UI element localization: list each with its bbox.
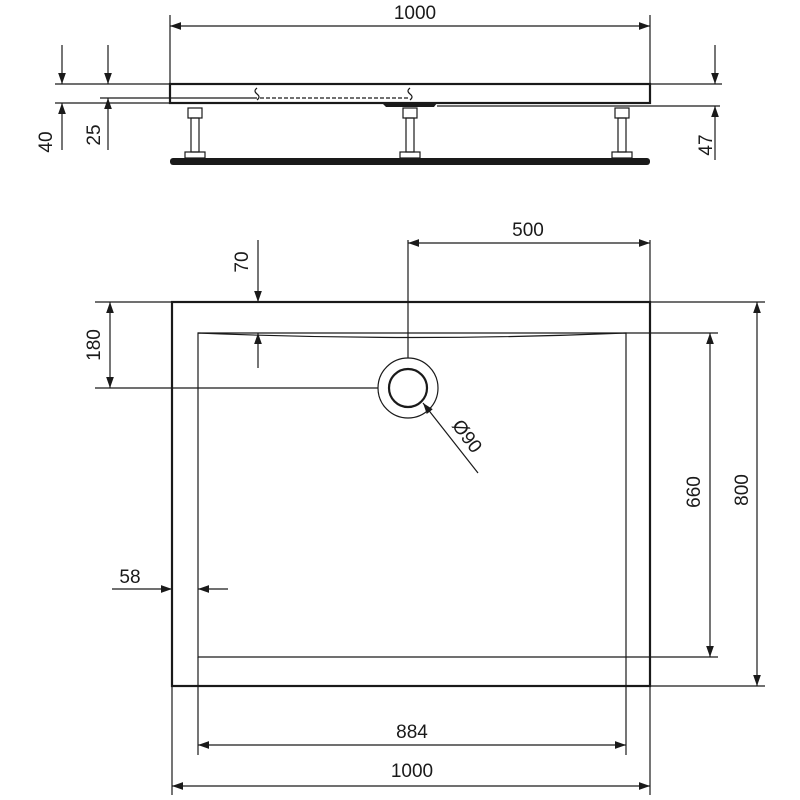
- dim-inner-width: 884: [197, 657, 627, 755]
- dim-label: 884: [396, 722, 428, 743]
- drain-outer: [377, 357, 439, 419]
- drain-fitting: [382, 103, 437, 107]
- leg-middle: [399, 107, 421, 159]
- leg-left: [184, 107, 206, 159]
- support-legs: [184, 107, 633, 159]
- dim-label: Ø90: [447, 416, 485, 457]
- dim-label: 25: [84, 124, 105, 145]
- dim-rim-side: 58: [112, 567, 228, 593]
- base-frame: [170, 158, 650, 165]
- dim-total-height: 40: [36, 45, 66, 153]
- drain-inner: [387, 367, 429, 409]
- dim-label: 47: [696, 134, 717, 155]
- dim-outer-depth: 800: [650, 301, 765, 687]
- leg-right: [611, 107, 633, 159]
- dim-drain-diameter: Ø90: [422, 402, 486, 474]
- dim-drain-from-edge: 180: [84, 301, 378, 389]
- dim-label: 1000: [394, 3, 436, 24]
- dim-tray-height: 25: [84, 45, 112, 150]
- top-view: 500 70 180 Ø90 58 660 800: [84, 220, 765, 795]
- dim-rim-top: 70: [232, 240, 262, 368]
- dim-label: 180: [84, 329, 105, 361]
- dim-outer-width: 1000: [171, 686, 651, 795]
- tray-outline: [170, 300, 652, 688]
- side-view: 1000 40 25 47: [36, 3, 722, 165]
- dim-label: 500: [512, 220, 544, 241]
- tray-basin: [197, 332, 627, 658]
- dim-drain-offset: 500: [407, 220, 651, 358]
- dim-inner-depth: 660: [626, 332, 718, 658]
- dim-label: 70: [232, 251, 253, 272]
- dim-right-height: 47: [650, 45, 722, 160]
- dim-label: 58: [119, 567, 140, 588]
- dim-label: 40: [36, 131, 57, 152]
- dim-label: 660: [684, 476, 705, 508]
- dim-label: 800: [732, 474, 753, 506]
- dim-label: 1000: [391, 761, 433, 782]
- dim-side-width: 1000: [169, 3, 651, 84]
